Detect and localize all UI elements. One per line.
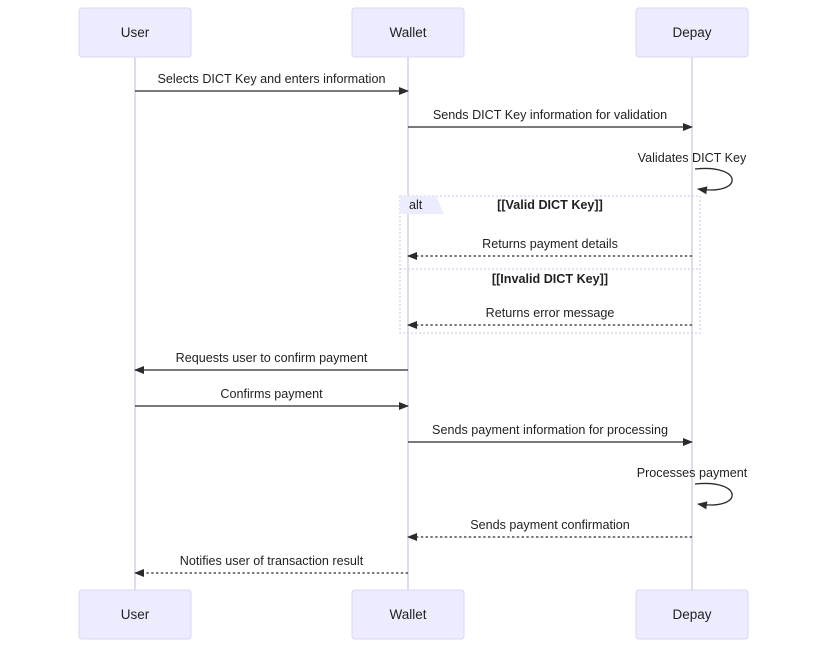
actor-depay-top[interactable]: Depay	[635, 7, 749, 58]
actor-box[interactable]	[351, 589, 465, 640]
message-label: Returns error message	[486, 306, 615, 320]
message-m3: Validates DICT Key	[638, 151, 747, 195]
message-label: Sends payment information for processing	[432, 423, 668, 437]
message-label: Selects DICT Key and enters information	[158, 72, 386, 86]
actor-box[interactable]	[78, 589, 192, 640]
message-label: Notifies user of transaction result	[180, 554, 364, 568]
actor-box[interactable]	[635, 589, 749, 640]
actor-box[interactable]	[635, 7, 749, 58]
message-m5: Returns error message	[407, 306, 692, 329]
alt-block-frame	[399, 195, 701, 334]
messages-group: Selects DICT Key and enters informationS…	[134, 72, 748, 577]
message-label: Returns payment details	[482, 237, 618, 251]
actor-label: User	[121, 25, 150, 40]
message-m6: Requests user to confirm payment	[134, 351, 408, 374]
actor-label: Depay	[672, 25, 711, 40]
message-label: Requests user to confirm payment	[176, 351, 368, 365]
alt-condition-0: [[Valid DICT Key]]	[497, 198, 603, 212]
message-m10: Sends payment confirmation	[407, 518, 692, 541]
message-m11: Notifies user of transaction result	[134, 554, 408, 577]
message-label: Sends DICT Key information for validatio…	[433, 108, 667, 122]
self-loop-line	[694, 482, 733, 510]
alt-tag-label: alt	[409, 198, 423, 212]
actor-wallet-top[interactable]: Wallet	[351, 7, 465, 58]
actor-box[interactable]	[78, 7, 192, 58]
lifelines-group	[134, 57, 693, 590]
alt-condition-1: [[Invalid DICT Key]]	[492, 272, 608, 286]
message-label: Sends payment confirmation	[470, 518, 630, 532]
actor-label: Depay	[672, 607, 711, 622]
message-m1: Selects DICT Key and enters information	[135, 72, 409, 95]
actor-label: User	[121, 607, 150, 622]
message-m8: Sends payment information for processing	[408, 423, 693, 446]
message-m7: Confirms payment	[135, 387, 409, 410]
actor-box[interactable]	[351, 7, 465, 58]
message-label: Confirms payment	[220, 387, 323, 401]
actor-depay-bottom[interactable]: Depay	[635, 589, 749, 640]
alt-tag-shape	[400, 196, 444, 214]
message-label: Processes payment	[637, 466, 748, 480]
message-m4: Returns payment details	[407, 237, 692, 260]
alt-block-group: alt [[Valid DICT Key]] [[Invalid DICT Key]…	[399, 195, 701, 334]
actor-user-top[interactable]: User	[78, 7, 192, 58]
actor-user-bottom[interactable]: User	[78, 589, 192, 640]
self-loop-line	[694, 167, 733, 195]
actor-label: Wallet	[389, 25, 426, 40]
actor-label: Wallet	[389, 607, 426, 622]
message-m9: Processes payment	[637, 466, 748, 510]
message-label: Validates DICT Key	[638, 151, 747, 165]
message-m2: Sends DICT Key information for validatio…	[408, 108, 693, 131]
actor-wallet-bottom[interactable]: Wallet	[351, 589, 465, 640]
